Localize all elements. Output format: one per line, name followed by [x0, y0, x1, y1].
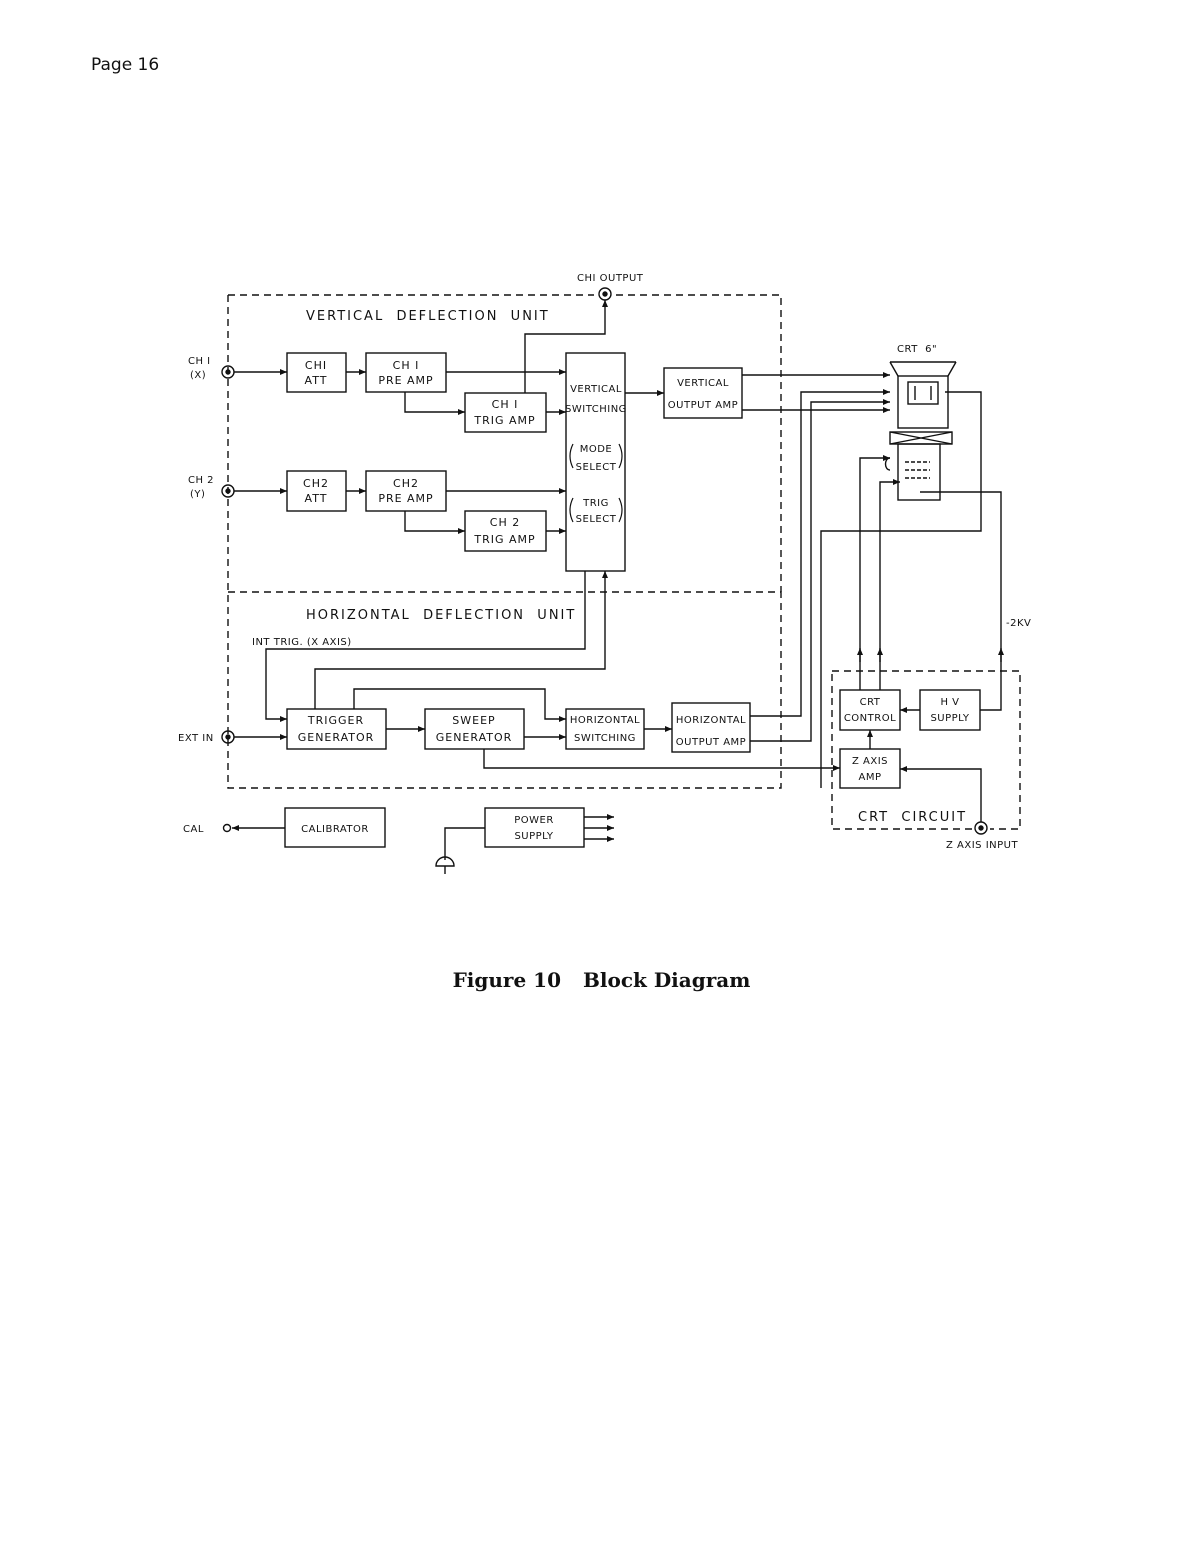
page-number: Page 16 — [91, 55, 160, 75]
vertical-switching-block — [565, 352, 626, 572]
z-axis-amp-sublabel: AMP — [859, 772, 882, 783]
horizontal-switching-label: HORIZONTAL — [570, 715, 640, 726]
horizontal-output-amp-label: HORIZONTAL — [676, 715, 746, 726]
int-trig-label: INT TRIG. (X AXIS) — [252, 637, 352, 648]
selector-brackets — [569, 443, 623, 523]
ch2-att-label: CH2 — [303, 477, 329, 490]
crt-circuit-boundary — [831, 670, 1021, 830]
cal-terminal — [222, 823, 232, 833]
hv-voltage-label: -2KV — [1006, 618, 1031, 629]
ch1-pre-amp-sublabel: PRE AMP — [378, 374, 433, 387]
ch2-att-sublabel: ATT — [305, 492, 328, 505]
z-axis-input-label: Z AXIS INPUT — [946, 840, 1018, 851]
horizontal-output-amp-sublabel: OUTPUT AMP — [676, 737, 746, 748]
z-axis-amp-label: Z AXIS — [852, 756, 888, 767]
figure-number: Figure 10 — [452, 968, 561, 992]
horizontal-output-amp-block — [671, 702, 751, 753]
ch2-pre-amp-sublabel: PRE AMP — [378, 492, 433, 505]
signal-lines — [232, 300, 1004, 874]
hv-supply-block — [919, 689, 981, 731]
vertical-output-amp-sublabel: OUTPUT AMP — [668, 400, 738, 411]
hv-supply-label: H V — [940, 697, 959, 708]
horizontal-deflection-unit-boundary — [227, 591, 782, 789]
ch1-input-connector — [221, 365, 235, 379]
mode-label: MODE — [580, 444, 613, 455]
trig-select-label: SELECT — [576, 514, 617, 525]
vertical-output-amp-label: VERTICAL — [677, 378, 729, 389]
crt-tube — [884, 361, 957, 501]
ext-in-label: EXT IN — [178, 733, 214, 744]
crt-control-sublabel: CONTROL — [844, 713, 896, 724]
z-axis-input-connector — [974, 821, 988, 835]
horizontal-switching-sublabel: SWITCHING — [574, 733, 636, 744]
sweep-generator-label: SWEEP — [452, 714, 495, 727]
power-supply-label: POWER — [514, 815, 554, 826]
crt-circuit-label: CRT CIRCUIT — [858, 810, 967, 825]
ch2-trig-amp-label: CH 2 — [490, 516, 520, 529]
ch2-pre-amp-label: CH2 — [393, 477, 419, 490]
ch1-trig-amp-label: CH I — [492, 398, 519, 411]
hv-supply-sublabel: SUPPLY — [930, 713, 969, 724]
ch2-input-connector — [221, 484, 235, 498]
calibrator-label: CALIBRATOR — [301, 824, 369, 835]
power-supply-sublabel: SUPPLY — [514, 831, 553, 842]
ch1-input-label: CH I — [188, 356, 211, 367]
crt-label: CRT 6" — [897, 344, 937, 355]
ch2-input-label: CH 2 — [188, 475, 214, 486]
trigger-generator-label: TRIGGER — [307, 714, 364, 727]
crt-control-label: CRT — [860, 697, 881, 708]
ch1-input-sublabel: (X) — [190, 370, 206, 381]
ch2-trig-amp-sublabel: TRIG AMP — [473, 533, 535, 546]
ch1-att-label: CHI — [305, 359, 327, 372]
sweep-generator-sublabel: GENERATOR — [436, 731, 513, 744]
vertical-deflection-unit-boundary — [227, 294, 782, 592]
ch1-pre-amp-label: CH I — [393, 359, 420, 372]
crt-control-block — [839, 689, 901, 731]
ch2-input-sublabel: (Y) — [190, 489, 205, 500]
figure-title: Block Diagram — [583, 968, 751, 992]
vertical-deflection-unit-label: VERTICAL DEFLECTION UNIT — [306, 309, 550, 324]
vertical-switching-label: VERTICAL — [570, 384, 622, 395]
ch1-output-connector — [598, 287, 612, 301]
mode-select-label: SELECT — [576, 462, 617, 473]
figure-caption: Figure 10 Block Diagram — [0, 968, 1203, 992]
horizontal-deflection-unit-label: HORIZONTAL DEFLECTION UNIT — [306, 608, 576, 623]
trigger-generator-sublabel: GENERATOR — [298, 731, 375, 744]
ch1-trig-amp-sublabel: TRIG AMP — [473, 414, 535, 427]
cal-label: CAL — [183, 824, 204, 835]
ch1-output-label: CHI OUTPUT — [577, 273, 644, 284]
trig-label: TRIG — [582, 498, 609, 509]
vertical-switching-sublabel: SWITCHING — [565, 404, 627, 415]
ch1-att-sublabel: ATT — [305, 374, 328, 387]
